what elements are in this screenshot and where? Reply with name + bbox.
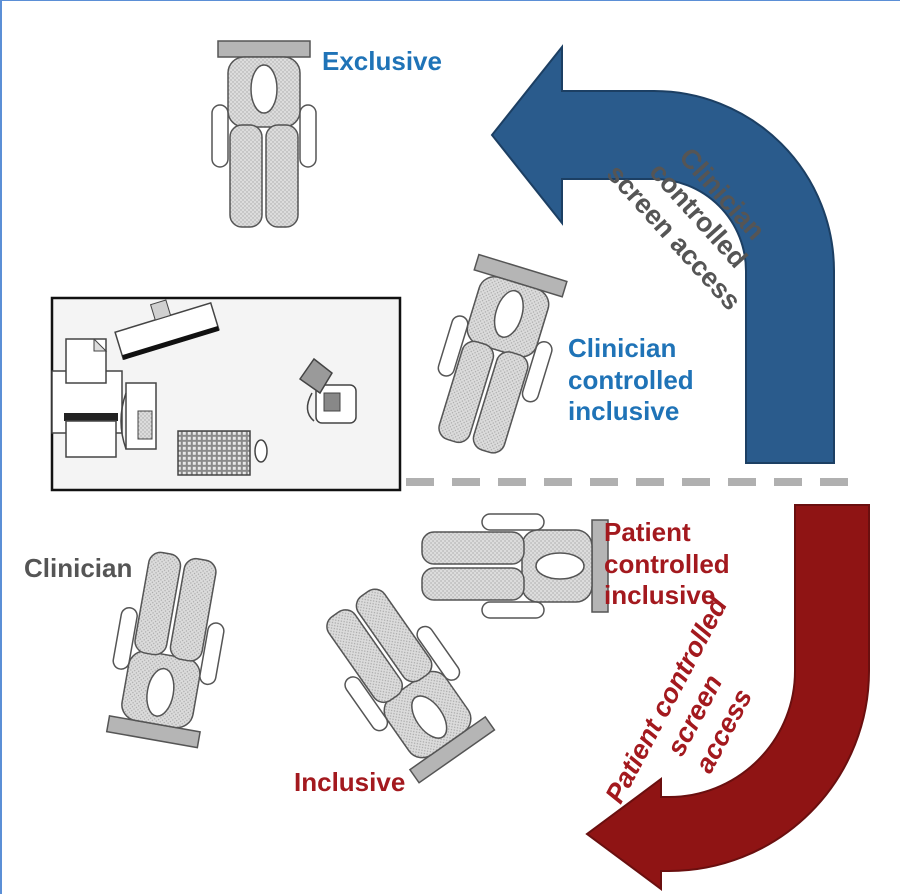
chair-inclusive xyxy=(306,573,501,787)
label-patient-controlled-inclusive: Patient controlled inclusive xyxy=(604,517,730,612)
label-clinician-controlled-inclusive: Clinician controlled inclusive xyxy=(568,333,694,428)
label-line: inclusive xyxy=(604,580,716,611)
label-line: Patient xyxy=(604,517,691,547)
desk xyxy=(50,296,402,492)
label-line: controlled xyxy=(568,364,694,395)
label-line: inclusive xyxy=(568,396,680,427)
label-exclusive: Exclusive xyxy=(322,46,442,76)
chair-patient-controlled xyxy=(421,513,609,619)
chair-exclusive xyxy=(211,40,317,228)
label-clinician: Clinician xyxy=(24,553,133,583)
label-line: Clinician xyxy=(568,333,677,363)
patient-arrow xyxy=(585,504,870,891)
clinician-arrow xyxy=(490,44,835,464)
label-line: controlled xyxy=(604,548,730,579)
chair-clinician-controlled xyxy=(418,252,574,462)
label-inclusive: Inclusive xyxy=(294,767,406,797)
